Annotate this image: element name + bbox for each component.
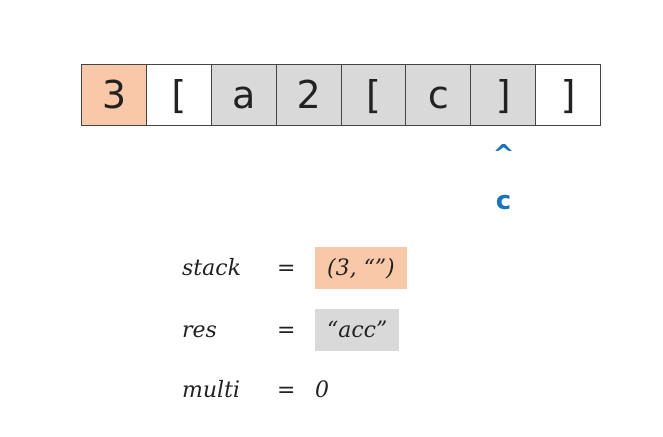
variable-value: “acc” xyxy=(315,309,400,351)
char-array: 3 [ a 2 [ c ] ] xyxy=(81,64,601,126)
variable-name: multi xyxy=(182,377,240,403)
char-cell-7: ] xyxy=(536,65,600,125)
pointer: ^ c xyxy=(471,142,536,216)
variable-row-res: res = “acc” xyxy=(182,309,400,351)
variable-value: 0 xyxy=(315,377,329,403)
variable-name: stack xyxy=(182,255,241,281)
char-cell-0: 3 xyxy=(82,65,147,125)
pointer-label: c xyxy=(495,186,512,216)
equals-sign: = xyxy=(277,317,296,343)
char-cell-3: 2 xyxy=(276,65,342,125)
variable-name: res xyxy=(182,317,217,343)
equals-sign: = xyxy=(277,255,296,281)
equals-sign: = xyxy=(277,377,296,403)
char-cell-6: ] xyxy=(471,65,537,125)
pointer-caret: ^ xyxy=(492,140,515,170)
variable-value: (3, “”) xyxy=(315,247,407,289)
variable-row-stack: stack = (3, “”) xyxy=(182,247,407,289)
variable-row-multi: multi = 0 xyxy=(182,369,341,411)
char-cell-4: [ xyxy=(341,65,407,125)
char-cell-1: [ xyxy=(146,65,212,125)
char-cell-5: c xyxy=(406,65,472,125)
char-cell-2: a xyxy=(211,65,277,125)
